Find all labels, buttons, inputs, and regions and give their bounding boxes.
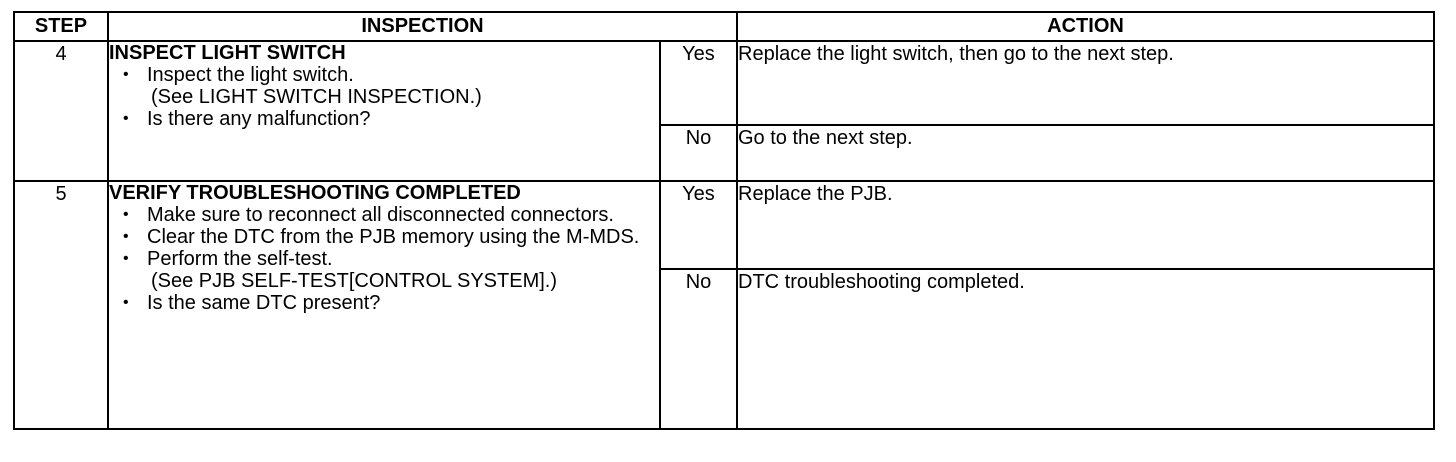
inspection-title: VERIFY TROUBLESHOOTING COMPLETED xyxy=(109,182,521,204)
header-step: STEP xyxy=(13,11,109,42)
inspection-cell: INSPECT LIGHT SWITCH • Inspect the light… xyxy=(107,40,661,182)
list-item: • Is there any malfunction? xyxy=(123,108,371,130)
bullet-icon: • xyxy=(123,206,129,223)
no-action: DTC troubleshooting completed. xyxy=(736,268,1435,430)
yes-action: Replace the PJB. xyxy=(736,180,1435,270)
bullet-icon: • xyxy=(123,250,129,267)
list-item: • Make sure to reconnect all disconnecte… xyxy=(123,204,614,226)
inspection-list: • Make sure to reconnect all disconnecte… xyxy=(109,204,659,314)
list-item: • Inspect the light switch. (See LIGHT S… xyxy=(109,64,659,108)
list-item: • Clear the DTC from the PJB memory usin… xyxy=(123,226,640,248)
troubleshooting-table: STEP INSPECTION ACTION 4 INSPECT LIGHT S… xyxy=(13,11,1435,430)
list-item: • Perform the self-test. (See PJB SELF-T… xyxy=(109,248,659,292)
no-label: No xyxy=(659,124,738,182)
reference-note: (See PJB SELF-TEST[CONTROL SYSTEM].) xyxy=(151,270,557,292)
bullet-icon: • xyxy=(123,66,129,83)
inspection-title: INSPECT LIGHT SWITCH xyxy=(109,42,346,64)
no-action: Go to the next step. xyxy=(736,124,1435,182)
yes-label: Yes xyxy=(659,180,738,270)
bullet-icon: • xyxy=(123,110,129,127)
header-action: ACTION xyxy=(736,11,1435,42)
yes-label: Yes xyxy=(659,40,738,126)
table-row: No Go to the next step. xyxy=(14,124,1435,182)
table-row: No DTC troubleshooting completed. xyxy=(14,268,1435,430)
table-row: 5 VERIFY TROUBLESHOOTING COMPLETED • Mak… xyxy=(13,180,1435,430)
step-number: 4 xyxy=(13,40,109,182)
table-row: 4 INSPECT LIGHT SWITCH • Inspect the lig… xyxy=(13,40,1435,182)
inspection-list: • Inspect the light switch. (See LIGHT S… xyxy=(109,64,659,130)
list-item: • Is the same DTC present? xyxy=(123,292,381,314)
yes-action: Replace the light switch, then go to the… xyxy=(736,40,1435,126)
reference-note: (See LIGHT SWITCH INSPECTION.) xyxy=(151,86,482,108)
bullet-icon: • xyxy=(123,294,129,311)
step-number: 5 xyxy=(13,180,109,430)
header-inspection: INSPECTION xyxy=(107,11,738,42)
header-row: STEP INSPECTION ACTION xyxy=(13,11,1435,42)
no-label: No xyxy=(659,268,738,430)
bullet-icon: • xyxy=(123,228,129,245)
inspection-cell: VERIFY TROUBLESHOOTING COMPLETED • Make … xyxy=(107,180,661,430)
